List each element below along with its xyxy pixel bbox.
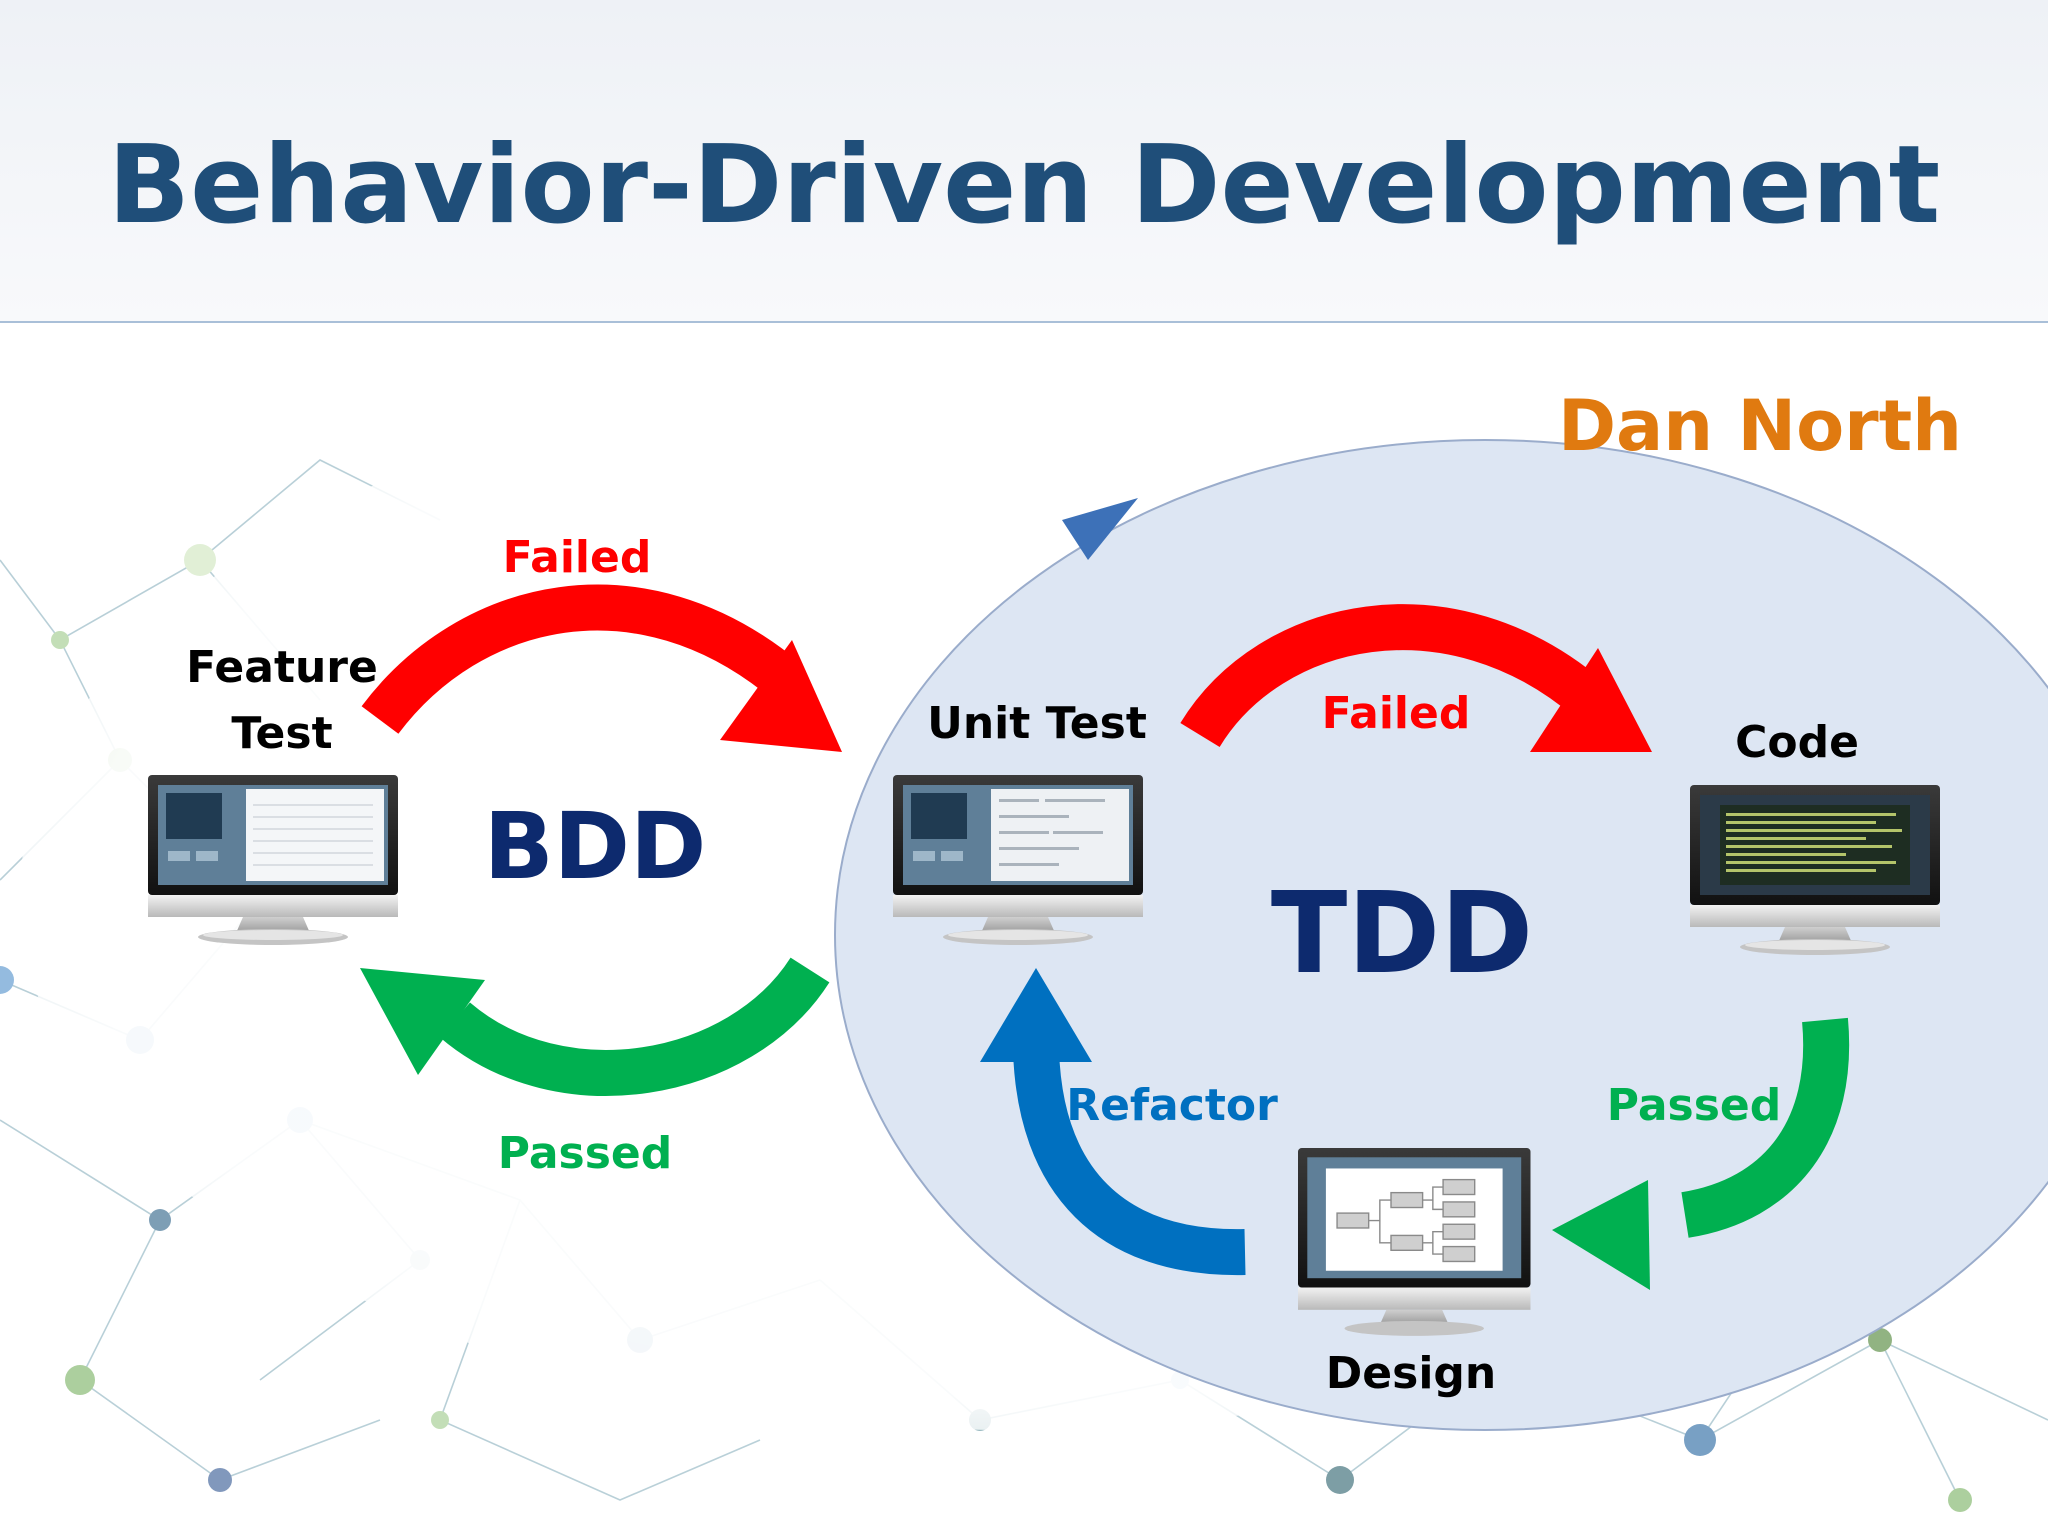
feature-test-label-line2: Test <box>231 708 332 759</box>
tdd-failed-label: Failed <box>1322 688 1471 739</box>
unit-test-label: Unit Test <box>927 698 1147 749</box>
bdd-label: BDD <box>484 793 707 900</box>
tdd-label: TDD <box>1271 869 1533 999</box>
author-label: Dan North <box>1558 385 1962 467</box>
design-label: Design <box>1326 1348 1496 1399</box>
bdd-failed-label: Failed <box>503 532 652 583</box>
refactor-label: Refactor <box>1066 1080 1278 1131</box>
bdd-passed-label: Passed <box>498 1128 672 1179</box>
feature-test-label-line1: Feature <box>186 642 378 693</box>
tdd-passed-label: Passed <box>1607 1080 1781 1131</box>
code-label: Code <box>1735 717 1859 768</box>
design-monitor-icon <box>1298 1148 1531 1336</box>
page-title: Behavior-Driven Development <box>108 123 1940 248</box>
